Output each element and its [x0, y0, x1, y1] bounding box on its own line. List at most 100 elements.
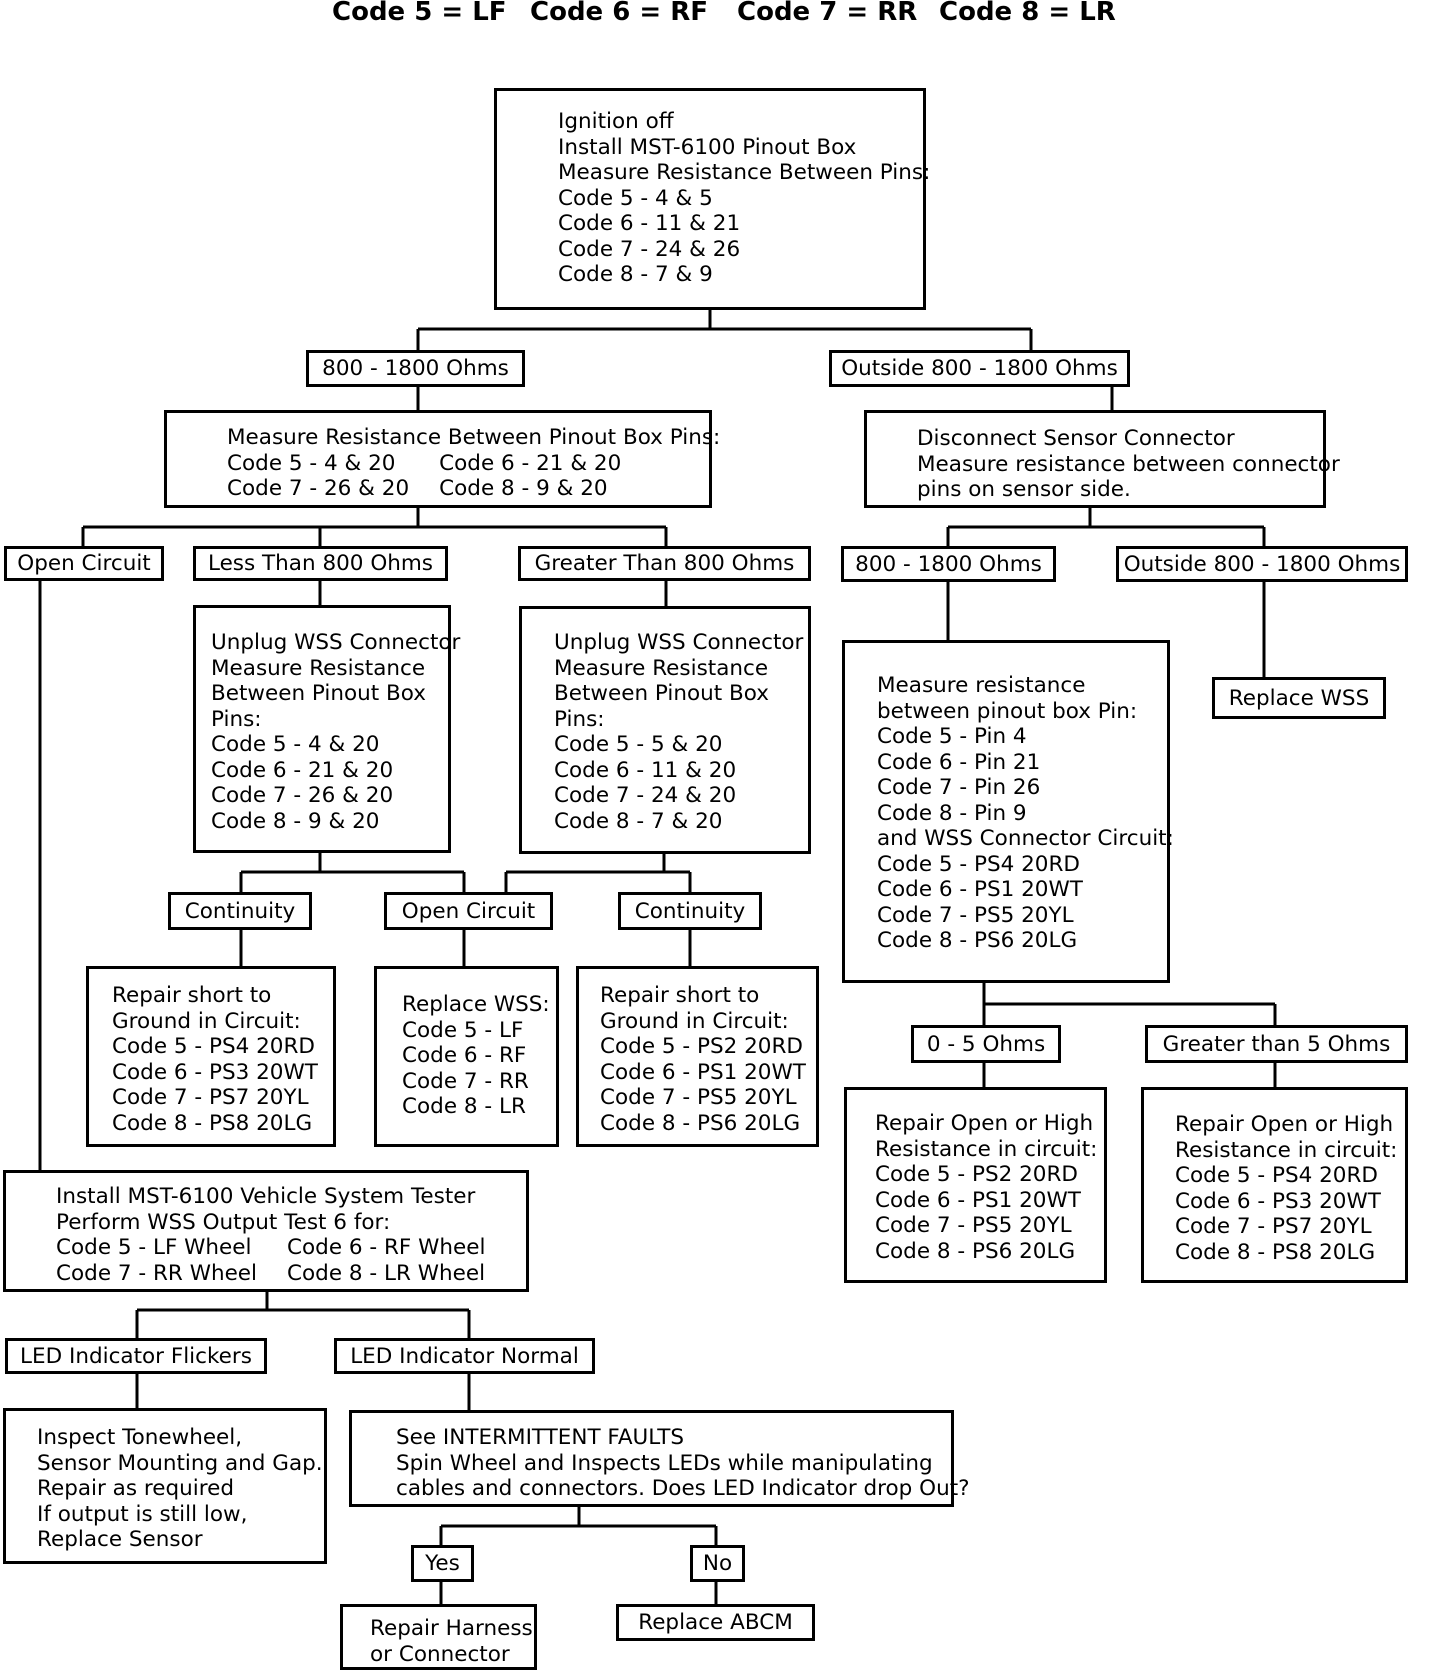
step-line: Code 8 - PS6 20LG — [600, 1110, 801, 1136]
replace-abcm-result: Replace ABCM — [616, 1604, 815, 1641]
step-line: Code 6 - PS3 20WT — [112, 1059, 318, 1085]
branch-sensor-800-1800: 800 - 1800 Ohms — [841, 546, 1056, 582]
code-line: Code 5 - LF Wheel — [56, 1235, 252, 1260]
branch-0-5-ohms: 0 - 5 Ohms — [911, 1025, 1061, 1063]
step-line: Code 5 - LF — [402, 1017, 524, 1043]
step-line: Repair Harness — [370, 1616, 533, 1641]
legend-code-8: Code 8 = LR — [939, 0, 1116, 27]
step-line: Code 6 - PS3 20WT — [1175, 1188, 1381, 1214]
legend-code-5: Code 5 = LF — [332, 0, 507, 27]
step-line: If output is still low, — [37, 1501, 248, 1527]
step-line: Code 7 - PS5 20YL — [600, 1085, 797, 1110]
step-line: Code 7 - RR — [402, 1068, 529, 1094]
step-line: Code 6 - 11 & 21 — [558, 211, 741, 236]
repair-open-right-box: Repair Open or High Resistance in circui… — [1141, 1087, 1408, 1283]
step-line: Measure Resistance — [211, 655, 426, 681]
step-line: Ignition off — [558, 109, 674, 134]
step-line: Code 6 - 11 & 20 — [554, 757, 737, 783]
measure-wss-circuit-box: Measure resistance between pinout box Pi… — [842, 640, 1174, 983]
step-line: Code 7 - 24 & 26 — [558, 236, 741, 262]
step-line: Code 8 - Pin 9 — [877, 800, 1027, 826]
step-line: Ground in Circuit: — [600, 1008, 789, 1034]
step-line: Code 7 - PS5 20YL — [877, 902, 1074, 928]
step-line: Perform WSS Output Test 6 for: — [56, 1209, 391, 1235]
step-line: Code 7 - PS7 20YL — [1175, 1214, 1372, 1239]
step-line: Code 8 - 9 & 20 — [211, 808, 380, 834]
step-line: Code 8 - LR — [402, 1094, 526, 1119]
measure-pinout-title: Measure Resistance Between Pinout Box Pi… — [227, 425, 721, 450]
step-line: See INTERMITTENT FAULTS — [396, 1425, 685, 1450]
step-line: Between Pinout Box — [554, 681, 770, 706]
branch-less-than-800: Less Than 800 Ohms — [193, 546, 448, 581]
step-line: Ground in Circuit: — [112, 1008, 301, 1034]
step-line: Measure Resistance — [554, 655, 769, 681]
step-line: Pins: — [211, 706, 262, 732]
step-line: Replace WSS: — [402, 992, 550, 1017]
step-line: Unplug WSS Connector — [211, 630, 461, 655]
inspect-tonewheel-box: Inspect Tonewheel, Sensor Mounting and G… — [3, 1408, 327, 1564]
step-line: Code 8 - PS6 20LG — [875, 1238, 1076, 1264]
code-line: Code 5 - 4 & 20 — [227, 450, 396, 476]
vehicle-tester-codes: Code 5 - LF Wheel Code 6 - RF Wheel Code… — [56, 1235, 526, 1286]
branch-sensor-outside-range: Outside 800 - 1800 Ohms — [1116, 546, 1408, 582]
branch-800-1800-ohms: 800 - 1800 Ohms — [306, 350, 525, 387]
branch-open-circuit: Open Circuit — [4, 546, 164, 581]
step-line: Unplug WSS Connector — [554, 630, 804, 655]
step-line: Code 8 - PS6 20LG — [877, 928, 1078, 953]
step-line: Repair Open or High — [875, 1111, 1094, 1136]
repair-short-right-box: Repair short to Ground in Circuit: Code … — [576, 966, 819, 1147]
step-line: Code 7 - 24 & 20 — [554, 783, 737, 808]
measure-pinout-codes: Code 5 - 4 & 20 Code 6 - 21 & 20 Code 7 … — [227, 451, 709, 502]
legend-code-7: Code 7 = RR — [737, 0, 918, 27]
code-line: Code 7 - 26 & 20 — [227, 476, 410, 501]
step-line: Code 5 - PS4 20RD — [877, 851, 1080, 877]
step-line: Repair as required — [37, 1476, 234, 1501]
step-line: Code 8 - 7 & 20 — [554, 808, 723, 834]
answer-yes: Yes — [411, 1545, 474, 1582]
branch-led-normal: LED Indicator Normal — [334, 1338, 595, 1374]
step-line: Between Pinout Box — [211, 681, 427, 706]
step-line: Code 7 - 26 & 20 — [211, 783, 394, 808]
step-line: Code 6 - 21 & 20 — [211, 757, 394, 783]
unplug-wss-greater-box: Unplug WSS Connector Measure Resistance … — [519, 606, 811, 854]
step-line: Code 6 - PS1 20WT — [600, 1059, 806, 1085]
step-line: Code 5 - 4 & 20 — [211, 732, 380, 757]
step-line: Resistance in circuit: — [1175, 1137, 1398, 1163]
step-line: Code 5 - PS4 20RD — [112, 1034, 315, 1059]
branch-continuity-left: Continuity — [168, 892, 312, 930]
step-line: Code 6 - RF — [402, 1043, 527, 1068]
step-line: Spin Wheel and Inspects LEDs while manip… — [396, 1450, 933, 1476]
disconnect-sensor-box: Disconnect Sensor Connector Measure resi… — [864, 410, 1340, 508]
branch-led-flickers: LED Indicator Flickers — [5, 1338, 267, 1374]
step-line: Inspect Tonewheel, — [37, 1425, 243, 1450]
step-line: Measure resistance — [877, 673, 1086, 698]
replace-wss-codes-box: Replace WSS: Code 5 - LF Code 6 - RF Cod… — [374, 966, 559, 1147]
step-line: Code 5 - Pin 4 — [877, 724, 1027, 749]
step-line: Code 5 - PS2 20RD — [600, 1034, 803, 1059]
branch-outside-800-1800-ohms: Outside 800 - 1800 Ohms — [829, 350, 1130, 387]
step-line: Code 5 - PS4 20RD — [1175, 1163, 1378, 1188]
step-line: Code 5 - PS2 20RD — [875, 1162, 1078, 1187]
step-line: Pins: — [554, 706, 605, 732]
step-line: between pinout box Pin: — [877, 698, 1138, 724]
code-line: Code 6 - 21 & 20 — [439, 450, 622, 476]
step-line: Install MST-6100 Pinout Box — [558, 134, 857, 160]
branch-open-circuit-mid: Open Circuit — [384, 892, 553, 930]
step-line: Measure Resistance Between Pins: — [558, 160, 931, 185]
step-line: Replace Sensor — [37, 1527, 203, 1552]
step-line: Measure resistance between connector — [917, 451, 1340, 477]
step-line: Code 7 - PS7 20YL — [112, 1085, 309, 1110]
legend-code-6: Code 6 = RF — [530, 0, 709, 27]
step-line: Code 8 - 7 & 9 — [558, 262, 713, 287]
replace-wss-result: Replace WSS — [1212, 677, 1386, 719]
branch-greater-than-800: Greater Than 800 Ohms — [518, 546, 811, 581]
code-line: Code 7 - RR Wheel — [56, 1260, 258, 1286]
repair-harness-box: Repair Harness or Connector — [340, 1604, 537, 1670]
step-line: Code 6 - Pin 21 — [877, 749, 1041, 775]
start-step-box: Ignition off Install MST-6100 Pinout Box… — [494, 88, 931, 310]
step-line: Code 5 - 5 & 20 — [554, 732, 723, 757]
step-line: Code 5 - 4 & 5 — [558, 185, 713, 211]
step-line: cables and connectors. Does LED Indicato… — [396, 1476, 970, 1501]
step-line: Code 6 - PS1 20WT — [877, 877, 1083, 902]
